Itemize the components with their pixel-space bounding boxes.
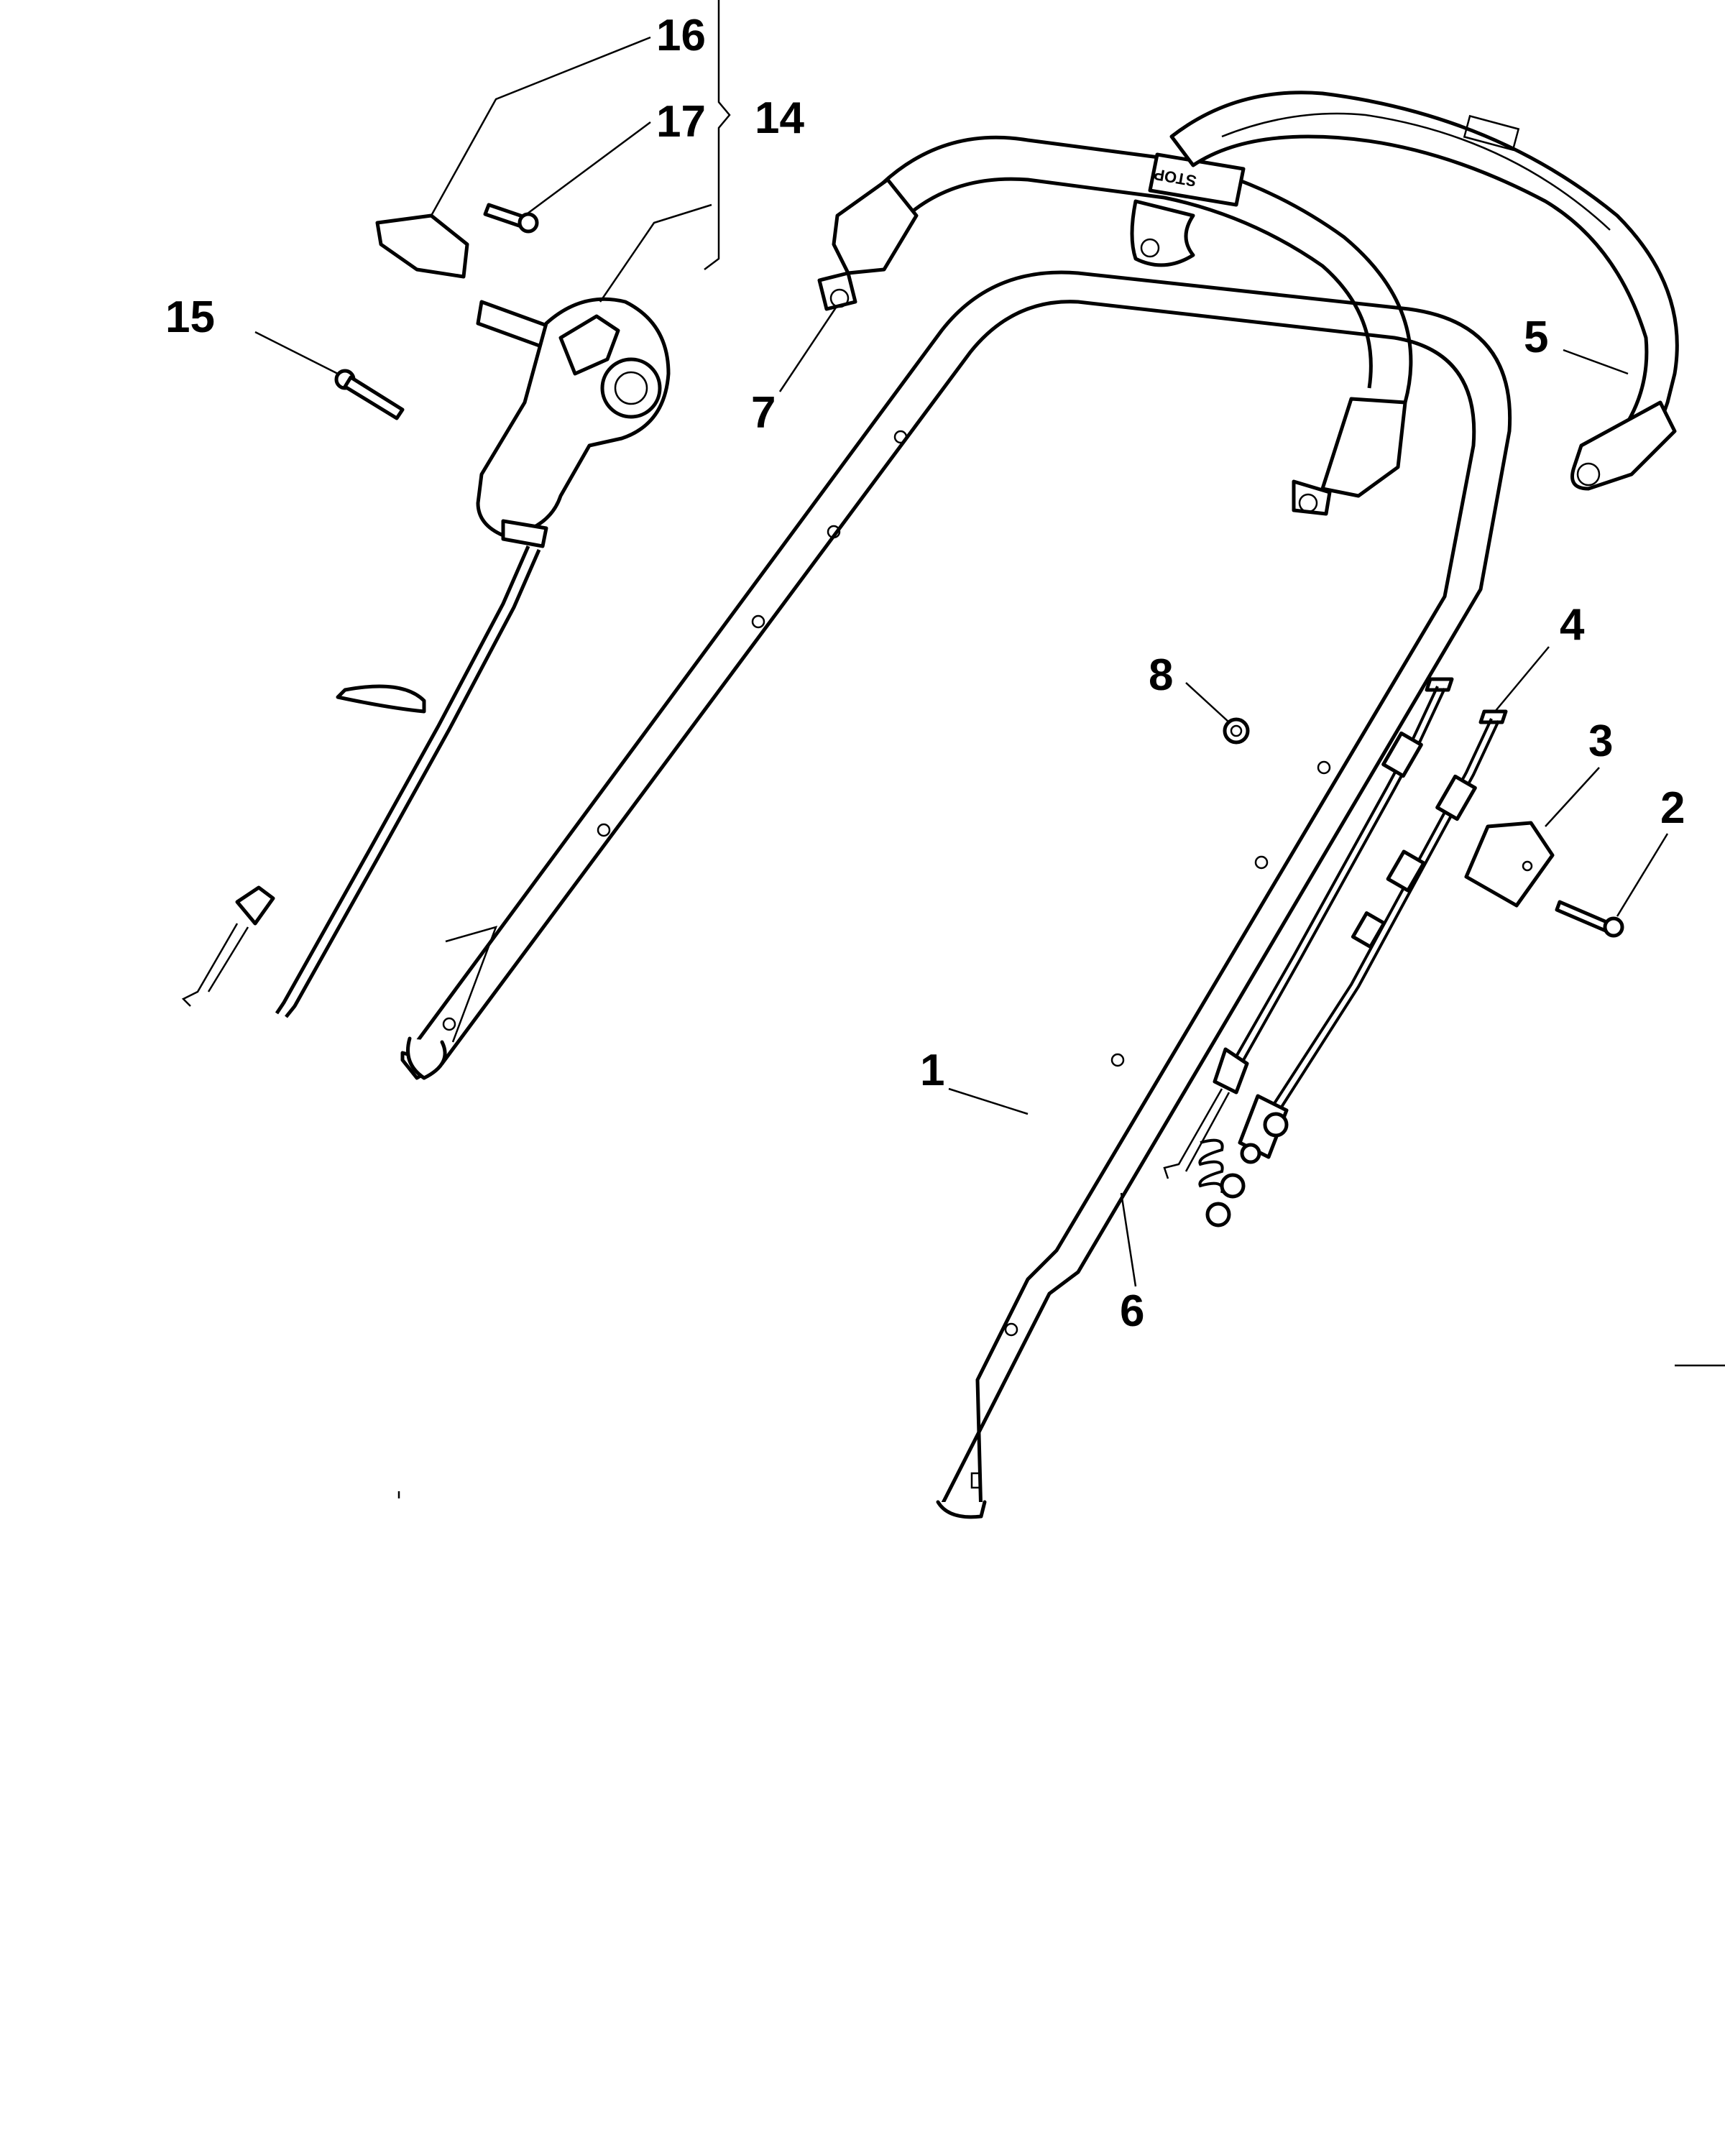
callout-16: 17: [656, 97, 706, 147]
callout-2: 2: [1660, 783, 1685, 833]
leader-lines: [254, 0, 1669, 1287]
callout-3: 3: [1588, 717, 1613, 766]
part-4-cables: [1163, 677, 1508, 1227]
callout-8: 8: [1149, 650, 1173, 700]
part-8-nut: [1223, 717, 1250, 745]
part-16-screw: [483, 203, 539, 234]
operator-presence-bail: [1169, 91, 1679, 491]
part-3-spacer-block: [1464, 821, 1555, 908]
callout-14: 14: [755, 93, 804, 143]
callout-15: 16: [656, 11, 706, 60]
stop-marking-plate: STOP: [1148, 152, 1246, 207]
callout-7: 7: [751, 388, 776, 438]
callout-4: 4: [1560, 600, 1585, 650]
part-17-bolt: [334, 369, 405, 420]
part-2-screw: [1555, 900, 1624, 938]
callout-1: 1: [920, 1046, 944, 1095]
callout-17: 15: [165, 292, 215, 342]
upper-handle-frame: STOP: [817, 135, 1413, 516]
callout-6: 6: [1120, 1286, 1144, 1336]
callouts: 16 17 14 15 7 5 8 4 3 2 1 6: [165, 11, 1685, 1336]
part-15-cover-clip: [375, 213, 469, 279]
throttle-control-assembly: [181, 297, 671, 1018]
lower-handle-frame: [400, 270, 1512, 1519]
callout-5: 5: [1524, 313, 1548, 362]
